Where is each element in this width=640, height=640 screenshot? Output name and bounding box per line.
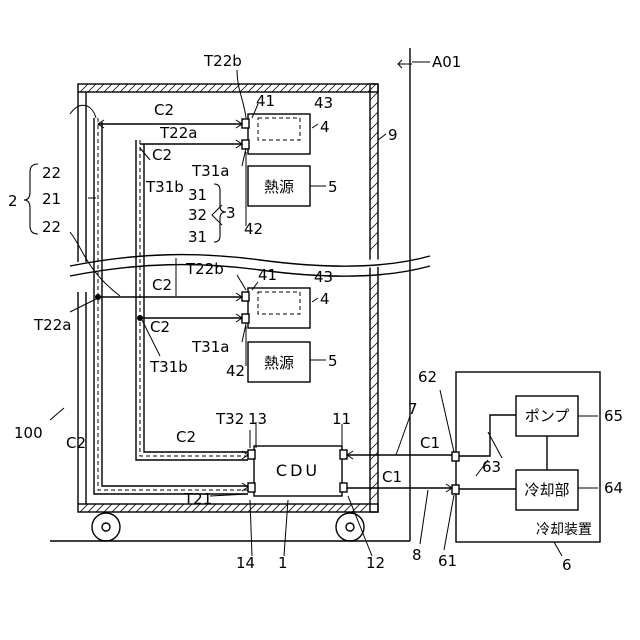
label-42-top: 42: [244, 220, 263, 238]
label-32: 32: [188, 206, 207, 224]
cdu-c2-arrows: [242, 451, 248, 491]
wheels: [92, 513, 364, 541]
cooling-device: [452, 372, 600, 542]
label-22-top: 22: [42, 164, 61, 182]
label-c1-bot: C1: [382, 468, 402, 486]
label-1: 1: [278, 554, 288, 572]
cdu-label: CDU: [276, 461, 320, 480]
label-100: 100: [14, 424, 43, 442]
label-11: 11: [332, 410, 351, 428]
heat-source-bottom-label: 熱源: [264, 354, 294, 372]
label-c2-top1: C2: [154, 101, 174, 119]
label-22-bot: 22: [42, 218, 61, 236]
label-2: 2: [8, 192, 18, 210]
label-t31a-bot: T31a: [191, 338, 229, 356]
label-13: 13: [248, 410, 267, 428]
label-t31a-top: T31a: [191, 162, 229, 180]
label-c2-top2: C2: [152, 146, 172, 164]
label-6: 6: [562, 556, 572, 574]
label-c2-left: C2: [66, 434, 86, 452]
label-t22a-top: T22a: [159, 124, 197, 142]
label-65: 65: [604, 407, 623, 425]
label-c2-mid1: C2: [152, 276, 172, 294]
label-c1-top: C1: [420, 434, 440, 452]
label-t31b-top: T31b: [145, 178, 184, 196]
label-31-top: 31: [188, 186, 207, 204]
cooling-device-label: 冷却装置: [536, 522, 592, 538]
label-9: 9: [388, 126, 398, 144]
label-43-top: 43: [314, 94, 333, 112]
pump-label: ポンプ: [525, 407, 570, 425]
label-3: 3: [226, 204, 236, 222]
server-module-bottom: [242, 288, 310, 328]
label-t22a-bot: T22a: [33, 316, 71, 334]
label-41-top: 41: [256, 92, 275, 110]
label-41-bot: 41: [258, 266, 277, 284]
label-5-bot: 5: [328, 352, 338, 370]
label-t31b-bot: T31b: [149, 358, 188, 376]
label-63: 63: [482, 458, 501, 476]
label-64: 64: [604, 479, 623, 497]
server-module-top: [242, 114, 310, 154]
label-43-bot: 43: [314, 268, 333, 286]
label-t22b-bot: T22b: [185, 260, 224, 278]
label-t21: T21: [183, 490, 212, 508]
label-8: 8: [412, 546, 422, 564]
label-c2-mid2: C2: [150, 318, 170, 336]
label-t32: T32: [215, 410, 244, 428]
break-lines: [70, 255, 430, 277]
label-42-bot: 42: [226, 362, 245, 380]
label-4-bot: 4: [320, 290, 330, 308]
label-a01: A01: [432, 53, 461, 71]
label-14: 14: [236, 554, 255, 572]
label-c2-cdu: C2: [176, 428, 196, 446]
label-5-top: 5: [328, 178, 338, 196]
label-t22b-top: T22b: [203, 52, 242, 70]
heat-source-top-label: 熱源: [264, 178, 294, 196]
label-61: 61: [438, 552, 457, 570]
label-21: 21: [42, 190, 61, 208]
cooling-unit-label: 冷却部: [524, 481, 569, 499]
label-7: 7: [408, 400, 418, 418]
label-12: 12: [366, 554, 385, 572]
label-31-mid: 31: [188, 228, 207, 246]
label-62: 62: [418, 368, 437, 386]
label-4-top: 4: [320, 118, 330, 136]
